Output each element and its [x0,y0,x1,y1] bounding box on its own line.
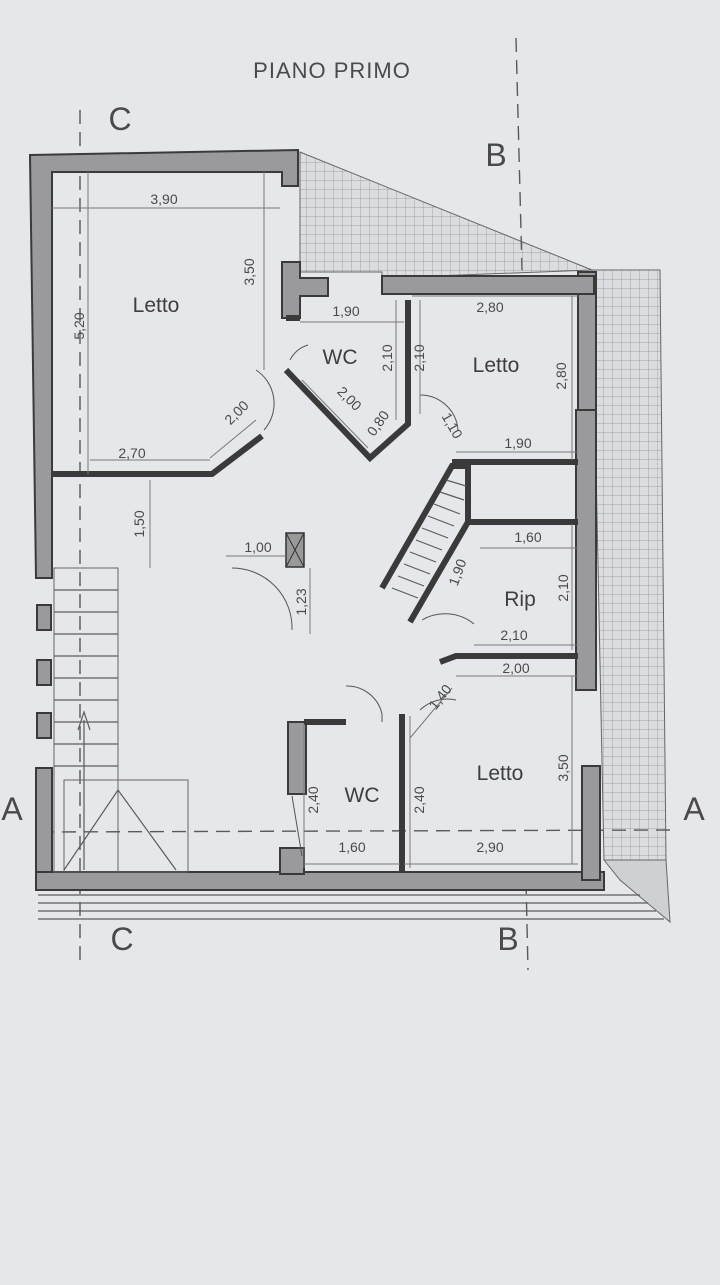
dimension-lines [52,172,578,868]
stair-west [53,567,189,873]
dim-label: 3,50 [241,258,257,285]
dim-label: 2,90 [476,839,503,855]
dim-label: 1,00 [244,539,271,555]
section-a-left: A [1,791,23,827]
stair-center [391,479,467,599]
terrace-east [591,269,667,861]
dim-label: 3,90 [150,191,177,207]
room-letto-se: Letto [477,762,524,785]
balcony-strip [38,894,664,920]
room-wc-lower: WC [345,784,380,807]
dim-label: 1,50 [131,510,147,537]
room-letto-ne: Letto [473,354,520,377]
interior-walls [52,300,578,875]
doors [231,344,475,857]
dim-label: 1,90 [332,303,359,319]
section-c-top: C [108,101,131,137]
room-rip: Rip [504,588,536,611]
section-b-top: B [485,137,506,173]
section-c-bottom: C [110,921,133,957]
dim-label: 2,80 [476,299,503,315]
plan-title: PIANO PRIMO [253,58,411,83]
room-letto-nw: Letto [133,294,180,317]
dim-label: 3,50 [555,754,571,781]
dim-label: 5,20 [71,312,87,339]
exterior-walls [28,148,605,891]
dim-label: 2,40 [411,786,427,813]
dim-label: 2,70 [118,445,145,461]
section-a-right: A [683,791,705,827]
dim-label: 2,10 [500,627,527,643]
dim-label: 1,23 [293,588,309,615]
dim-label: 2,10 [411,344,427,371]
section-b-bottom: B [497,921,518,957]
dim-label: 2,10 [379,344,395,371]
room-wc-upper: WC [323,346,358,369]
dim-label: 1,60 [514,529,541,545]
dim-label: 1,90 [504,435,531,451]
section-axes [39,37,671,971]
dim-label: 2,10 [555,574,571,601]
chimney-cross [285,532,305,568]
dim-label: 1,60 [338,839,365,855]
dim-label: 2,00 [502,660,529,676]
terrace-corner [602,859,671,924]
dim-label: 2,80 [553,362,569,389]
dim-label: 2,40 [305,786,321,813]
